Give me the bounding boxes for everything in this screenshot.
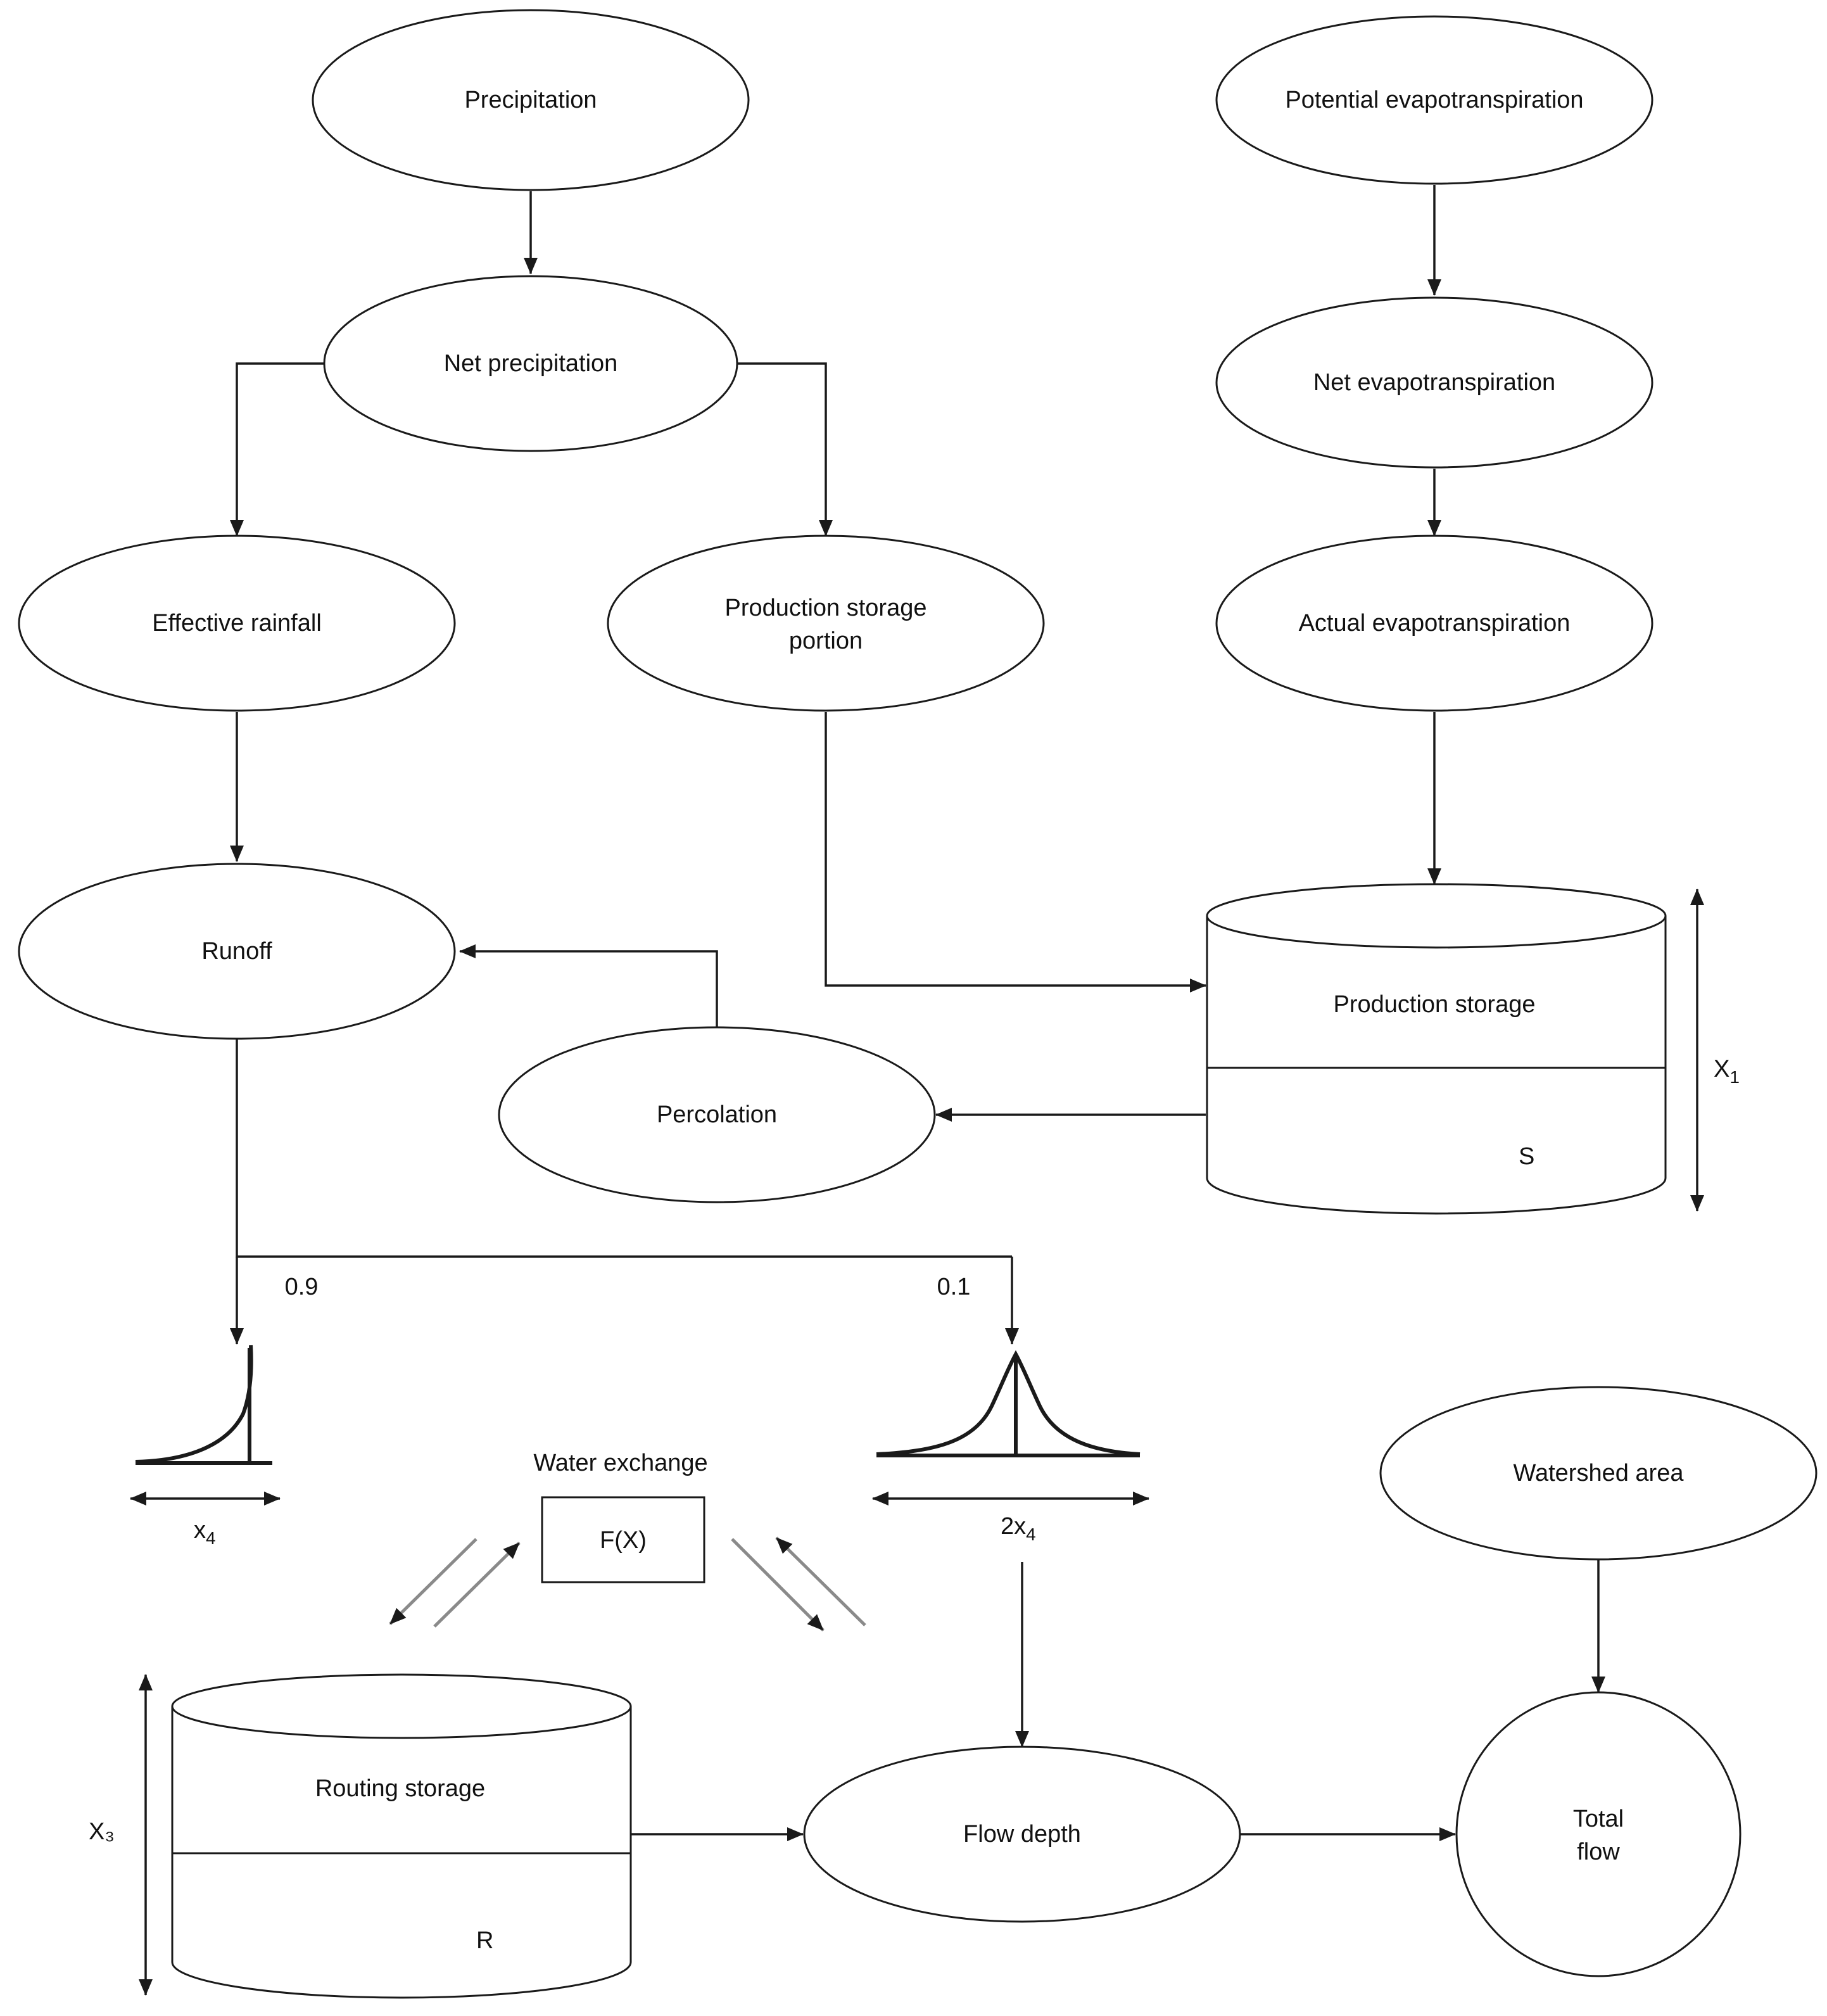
node-potential-evapotranspiration: Potential evapotranspiration [1215, 15, 1653, 185]
exchange-arrow-left-in [433, 1542, 521, 1628]
node-portion-label-line1: Production storage [725, 595, 927, 621]
node-runoff-label: Runoff [201, 938, 272, 965]
edge-portion-to-production [825, 712, 1206, 992]
node-total-flow-label-line1: Total [1573, 1806, 1624, 1832]
node-flow-depth-label: Flow depth [963, 1821, 1081, 1848]
edge-net-to-portion [737, 362, 833, 536]
node-potential-et-label: Potential evapotranspiration [1285, 87, 1583, 113]
unit-hydrograph-2-icon [876, 1350, 1141, 1457]
exchange-arrow-right-in [775, 1537, 866, 1626]
routing-storage-label: Routing storage [315, 1775, 485, 1802]
node-precipitation-label: Precipitation [464, 87, 597, 113]
node-precipitation: Precipitation [312, 9, 750, 191]
node-net-precipitation: Net precipitation [323, 275, 738, 452]
node-total-flow: Total flow [1455, 1691, 1742, 1977]
edge-percolation-to-runoff [459, 944, 718, 1027]
node-percolation: Percolation [498, 1026, 936, 1203]
node-actual-et-label: Actual evapotranspiration [1299, 610, 1571, 637]
node-net-et-label: Net evapotranspiration [1313, 369, 1555, 396]
fx-box: F(X) [541, 1496, 705, 1583]
x3-label: X₃ [89, 1818, 115, 1845]
node-net-evapotranspiration: Net evapotranspiration [1215, 296, 1653, 469]
routing-storage-cylinder: Routing storage [171, 1673, 632, 1999]
node-flow-depth: Flow depth [803, 1746, 1241, 1923]
production-storage-cylinder: Production storage [1206, 883, 1667, 1215]
node-effective-rainfall: Effective rainfall [18, 535, 456, 712]
node-net-precipitation-label: Net precipitation [444, 350, 618, 377]
node-watershed-area-label: Watershed area [1514, 1460, 1685, 1487]
split-label-0-1: 0.1 [937, 1274, 971, 1300]
node-percolation-label: Percolation [657, 1101, 777, 1128]
exchange-arrow-left-out [389, 1538, 477, 1625]
x4-label: x4 [194, 1517, 216, 1548]
s-label: S [1519, 1143, 1534, 1170]
split-label-0-9: 0.9 [285, 1274, 319, 1300]
unit-hydrograph-1-icon [135, 1345, 272, 1465]
node-total-flow-label-line2: flow [1577, 1839, 1620, 1865]
node-watershed-area: Watershed area [1379, 1386, 1818, 1561]
x1-label: X1 [1714, 1056, 1740, 1087]
two-x4-label: 2x4 [1001, 1513, 1036, 1544]
r-label: R [476, 1927, 493, 1954]
water-exchange-label: Water exchange [533, 1450, 707, 1476]
node-actual-evapotranspiration: Actual evapotranspiration [1215, 535, 1653, 712]
fx-label: F(X) [600, 1527, 647, 1554]
node-runoff: Runoff [18, 863, 456, 1040]
production-storage-label: Production storage [1334, 991, 1536, 1018]
node-portion-label-line2: portion [789, 628, 863, 654]
exchange-arrow-right-out [731, 1538, 825, 1632]
node-production-storage-portion: Production storage portion [607, 535, 1045, 712]
node-effective-rainfall-label: Effective rainfall [152, 610, 322, 637]
edge-net-to-effective [230, 362, 324, 536]
